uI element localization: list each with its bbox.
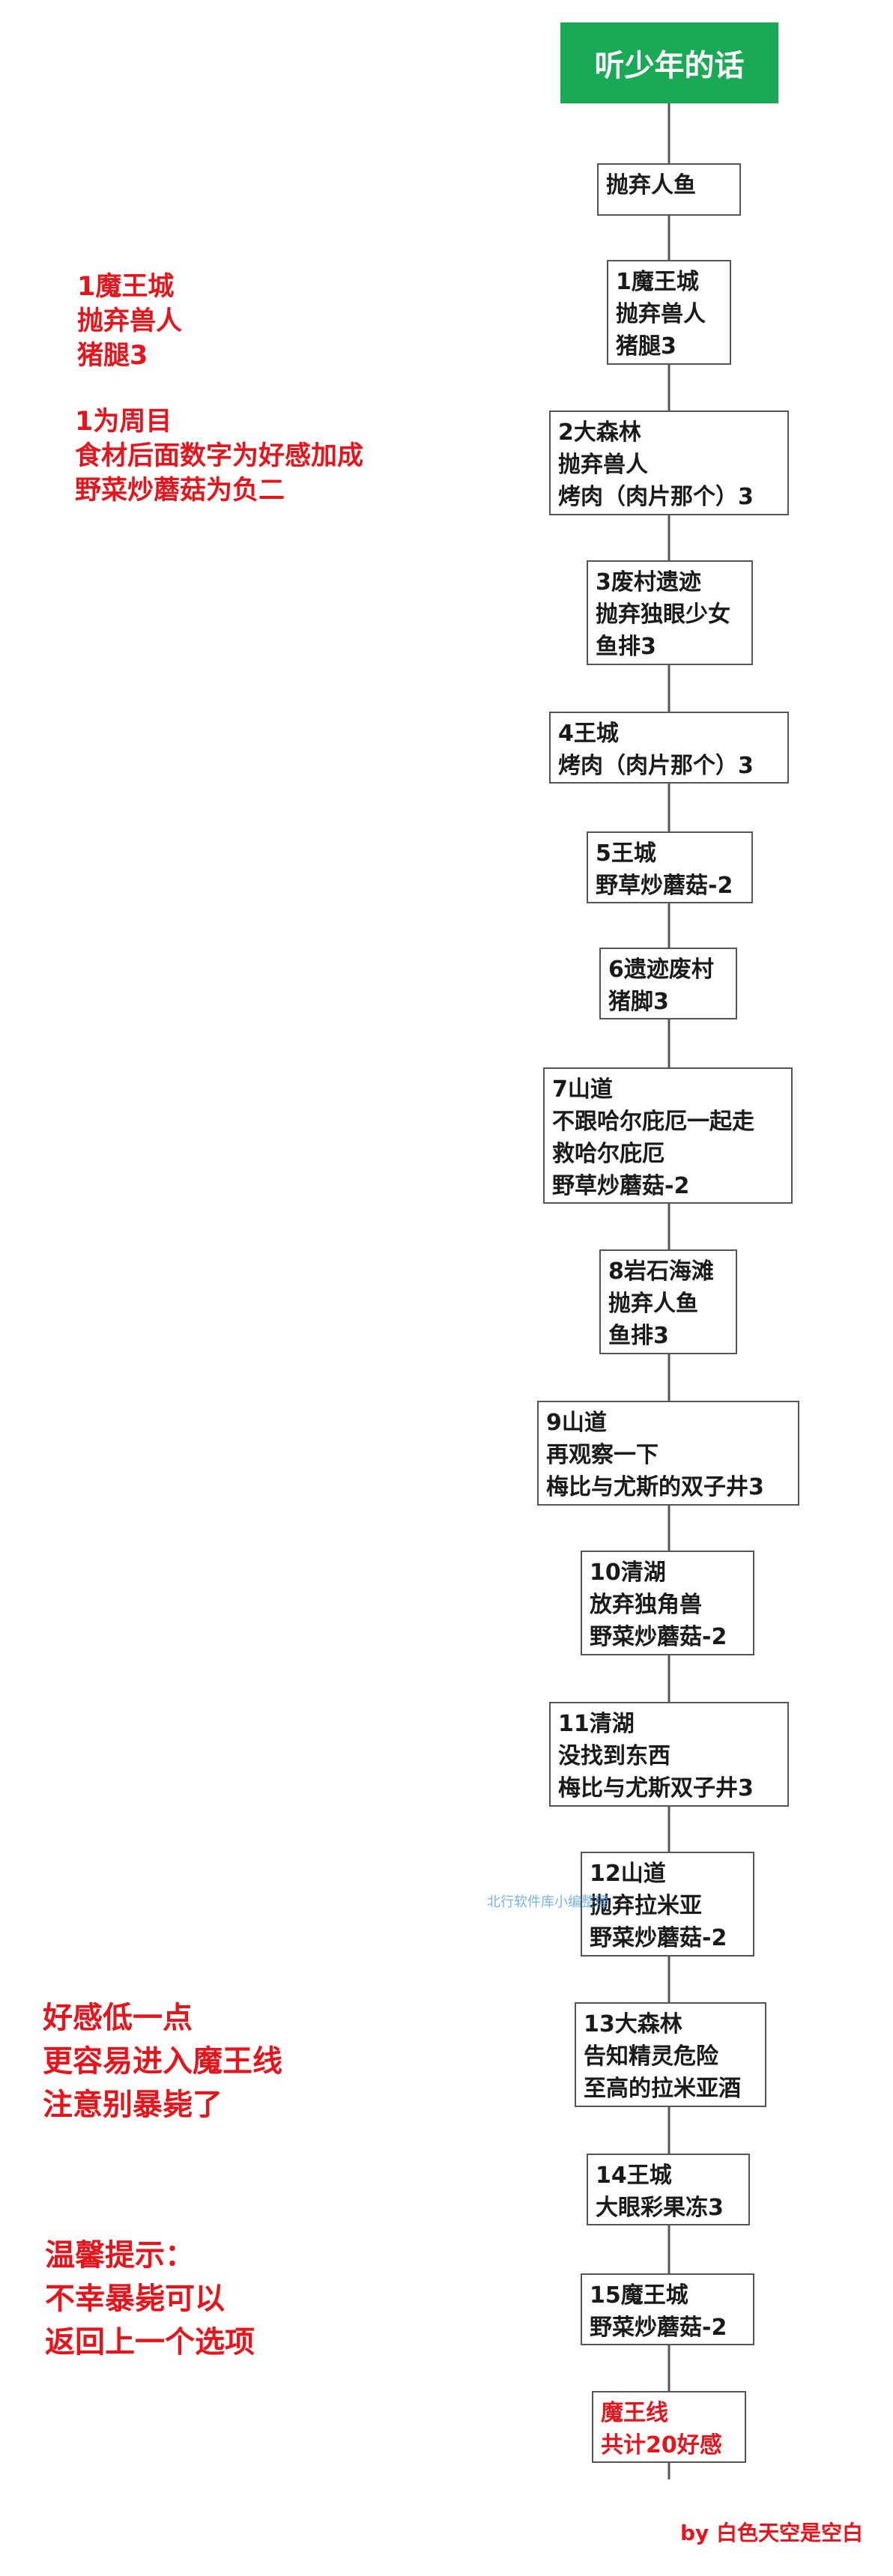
watermark-text: 北行软件库小编整理 [487,1894,608,1910]
step-line: 再观察一下 [546,1442,659,1468]
step-line: 14王城 [596,2163,672,2189]
step-node-10: 10清湖 放弃独角兽 野菜炒蘑菇-2 [581,1551,754,1655]
step-line: 梅比与尤斯的双子井3 [546,1474,764,1500]
step-line: 抛弃兽人 [558,452,648,478]
step-line: 抛弃人鱼 [608,1291,698,1317]
step-line: 不跟哈尔庇厄一起走 [552,1109,754,1135]
note-line: 好感低一点 [43,2001,193,2035]
step-line: 1魔王城 [616,269,699,295]
step-line: 鱼排3 [608,1323,669,1349]
flow-title: 听少年的话 [560,22,778,103]
step-line: 救哈尔庇厄 [552,1141,665,1167]
note-line: 1魔王城 [77,272,175,302]
step-line: 告知精灵危险 [584,2043,718,2070]
step-line: 鱼排3 [596,634,656,660]
step-line: 大眼彩果冻3 [596,2195,724,2221]
note-line: 温馨提示： [45,2238,195,2273]
step-node-4: 4王城 烤肉（肉片那个）3 [549,712,789,784]
step-node-final: 魔王线 共计20好感 [592,2391,746,2463]
step-line: 野草炒蘑菇-2 [596,873,733,899]
step-line: 抛弃独眼少女 [596,601,730,628]
note-line: 抛弃兽人 [77,306,183,336]
note-line: 不幸暴毙可以 [45,2282,225,2316]
note-legend: 1为周目 食材后面数字为好感加成 野菜炒蘑菇为负二 [75,404,363,508]
step-node-11: 11清湖 没找到东西 梅比与尤斯双子井3 [549,1702,789,1807]
step-node-9: 9山道 再观察一下 梅比与尤斯的双子井3 [537,1401,799,1506]
author-credit: by 白色天空是空白 [680,2521,864,2545]
note-line: 野菜炒蘑菇为负二 [75,476,285,506]
step-line: 猪腿3 [616,333,676,360]
step-line: 12山道 [590,1861,666,1887]
step-line: 放弃独角兽 [590,1592,702,1618]
note-line: 1为周目 [75,407,172,437]
step-line: 7山道 [552,1076,613,1103]
note-line: 注意别暴毙了 [43,2088,223,2122]
step-line: 抛弃拉米亚 [590,1893,702,1919]
step-node-13: 13大森林 告知精灵危险 至高的拉米亚酒 [575,2002,766,2107]
step-line: 至高的拉米亚酒 [584,2076,741,2102]
note-line: 返回上一个选项 [45,2325,255,2360]
step-line: 梅比与尤斯双子井3 [558,1775,754,1801]
step-line: 抛弃兽人 [616,301,706,327]
step-line: 13大森林 [584,2011,682,2037]
step-line: 共计20好感 [601,2432,722,2458]
step-line: 烤肉（肉片那个）3 [558,753,754,779]
step-line: 魔王线 [601,2400,668,2426]
step-line: 野菜炒蘑菇-2 [590,1925,727,1951]
step-node-7: 7山道 不跟哈尔庇厄一起走 救哈尔庇厄 野草炒蘑菇-2 [543,1067,793,1204]
step-node-1: 1魔王城 抛弃兽人 猪腿3 [607,260,731,365]
step-line: 烤肉（肉片那个）3 [558,484,754,510]
step-node-8: 8岩石海滩 抛弃人鱼 鱼排3 [599,1249,737,1354]
step-line: 11清湖 [558,1711,635,1737]
step-line: 抛弃人鱼 [606,172,696,198]
step-line: 4王城 [558,721,619,747]
step-node-2: 2大森林 抛弃兽人 烤肉（肉片那个）3 [549,410,789,515]
step-line: 野菜炒蘑菇-2 [590,1624,727,1650]
step-line: 野草炒蘑菇-2 [552,1173,690,1199]
step-node-start: 抛弃人鱼 [597,163,741,216]
note-line: 食材后面数字为好感加成 [75,441,364,471]
step-node-14: 14王城 大眼彩果冻3 [587,2154,750,2225]
step-line: 6遗迹废村 [608,957,714,983]
note-warning: 好感低一点 更容易进入魔王线 注意别暴毙了 [43,1996,282,2127]
step-line: 8岩石海滩 [608,1258,714,1285]
step-node-6: 6遗迹废村 猪脚3 [599,948,737,1019]
step-line: 5王城 [596,840,656,867]
step-line: 15魔王城 [590,2282,688,2309]
step-line: 野菜炒蘑菇-2 [590,2315,727,2341]
step-node-15: 15魔王城 野菜炒蘑菇-2 [581,2273,754,2345]
step-line: 9山道 [546,1410,607,1436]
step-line: 猪脚3 [608,989,669,1015]
note-tip: 温馨提示： 不幸暴毙可以 返回上一个选项 [45,2234,255,2364]
step-line: 10清湖 [590,1560,666,1586]
note-line: 猪腿3 [77,341,148,371]
step-line: 3废村遗迹 [596,569,701,595]
step-node-3: 3废村遗迹 抛弃独眼少女 鱼排3 [587,560,753,665]
note-line: 更容易进入魔王线 [43,2044,282,2079]
step-node-12: 12山道 抛弃拉米亚 野菜炒蘑菇-2 [581,1852,754,1957]
step-line: 没找到东西 [558,1743,670,1769]
step-node-5: 5王城 野草炒蘑菇-2 [587,831,753,903]
note-first-step: 1魔王城 抛弃兽人 猪腿3 [77,270,182,373]
step-line: 2大森林 [558,419,641,446]
